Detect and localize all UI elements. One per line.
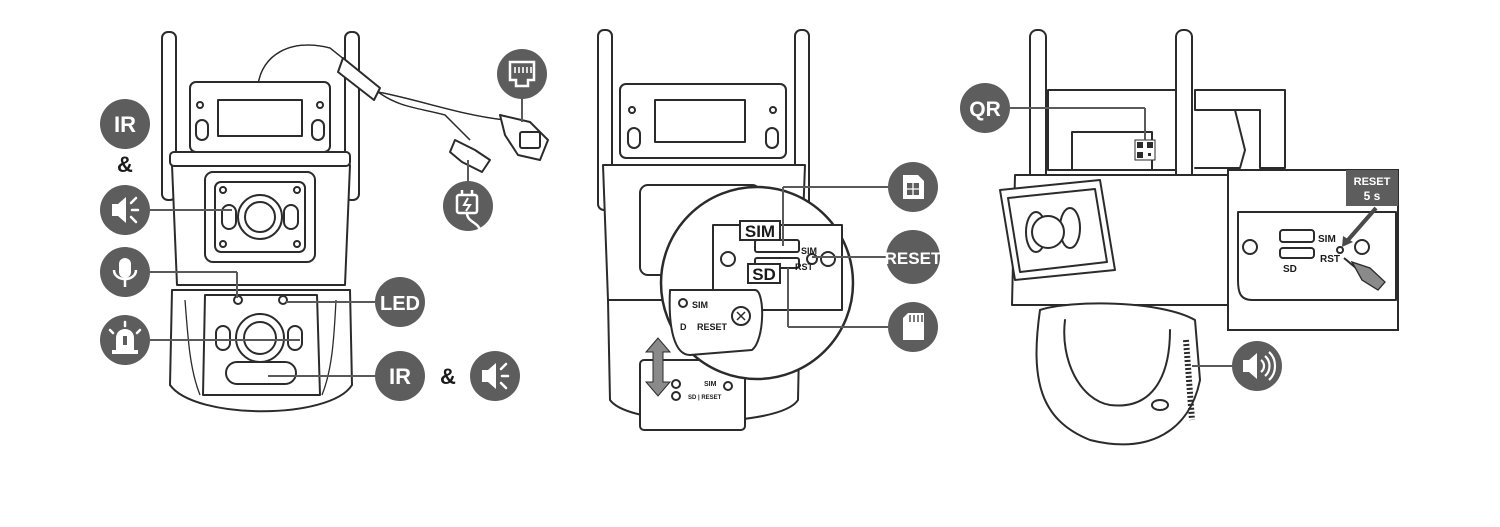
side-view-leader-lines <box>1010 107 1232 367</box>
svg-text:SD: SD <box>752 265 776 284</box>
side-view-camera <box>999 29 1286 446</box>
led-badge: LED <box>375 277 425 327</box>
reset-badge: RESET <box>885 230 942 284</box>
alarm-light-icon <box>108 320 142 354</box>
ethernet-badge <box>497 49 547 99</box>
sim-callout: SIM <box>739 220 781 241</box>
reset-label-cover: RESET <box>697 322 728 332</box>
speaker-badge-top <box>100 185 150 235</box>
slide-direction-arrow <box>644 337 672 397</box>
ir-badge-top: IR <box>100 99 150 149</box>
rst-inset-label: RST <box>1320 254 1340 265</box>
sim-inset-label: SIM <box>1318 234 1336 245</box>
svg-text:SIM: SIM <box>745 222 775 241</box>
ethernet-port-icon <box>508 60 536 88</box>
sd-reset-label-bottom: SD | RESET <box>688 395 722 401</box>
sim-label-cover: SIM <box>692 300 708 310</box>
reset-pin-icon <box>1343 257 1386 291</box>
svg-text:LED: LED <box>380 293 420 315</box>
reset-inset-label: RESET <box>1354 176 1391 188</box>
qr-code-icon <box>1134 139 1156 161</box>
power-plug-icon <box>455 190 482 231</box>
alarm-badge <box>100 315 150 365</box>
speaker-icon <box>482 362 510 390</box>
loudspeaker-badge <box>1232 341 1282 391</box>
loudspeaker-icon <box>1243 351 1277 381</box>
reset-inset: RESET 5 s SIM SD RST <box>1227 169 1399 331</box>
microphone-icon <box>112 258 138 287</box>
front-view-leader-lines <box>150 96 523 377</box>
power-badge <box>443 181 493 231</box>
sd-callout: SD <box>747 263 781 284</box>
qr-badge: QR <box>960 83 1010 133</box>
front-view-camera <box>161 31 549 413</box>
ampersand-bottom: & <box>440 364 456 389</box>
speaker-icon <box>112 196 140 224</box>
d-label-cover: D <box>680 322 687 332</box>
ir-badge-bottom: IR <box>375 351 425 401</box>
svg-text:RESET: RESET <box>885 249 942 268</box>
sd-inset-label: SD <box>1283 264 1297 275</box>
microphone-badge <box>100 247 150 297</box>
sim-label-small: SIM <box>801 246 817 256</box>
sim-card-badge <box>888 162 938 212</box>
rst-label-small: RST <box>795 262 814 272</box>
svg-text:QR: QR <box>969 98 1001 121</box>
ampersand-top: & <box>117 152 133 177</box>
sd-card-badge <box>888 302 938 352</box>
svg-text:IR: IR <box>114 112 136 137</box>
svg-text:IR: IR <box>389 364 411 389</box>
reset-inset-duration: 5 s <box>1364 189 1381 203</box>
sim-card-icon <box>903 175 924 199</box>
sim-label-bottom: SIM <box>704 381 717 388</box>
sd-card-icon <box>903 313 924 340</box>
speaker-badge-bottom <box>470 351 520 401</box>
slot-view-leader-lines <box>782 186 888 328</box>
